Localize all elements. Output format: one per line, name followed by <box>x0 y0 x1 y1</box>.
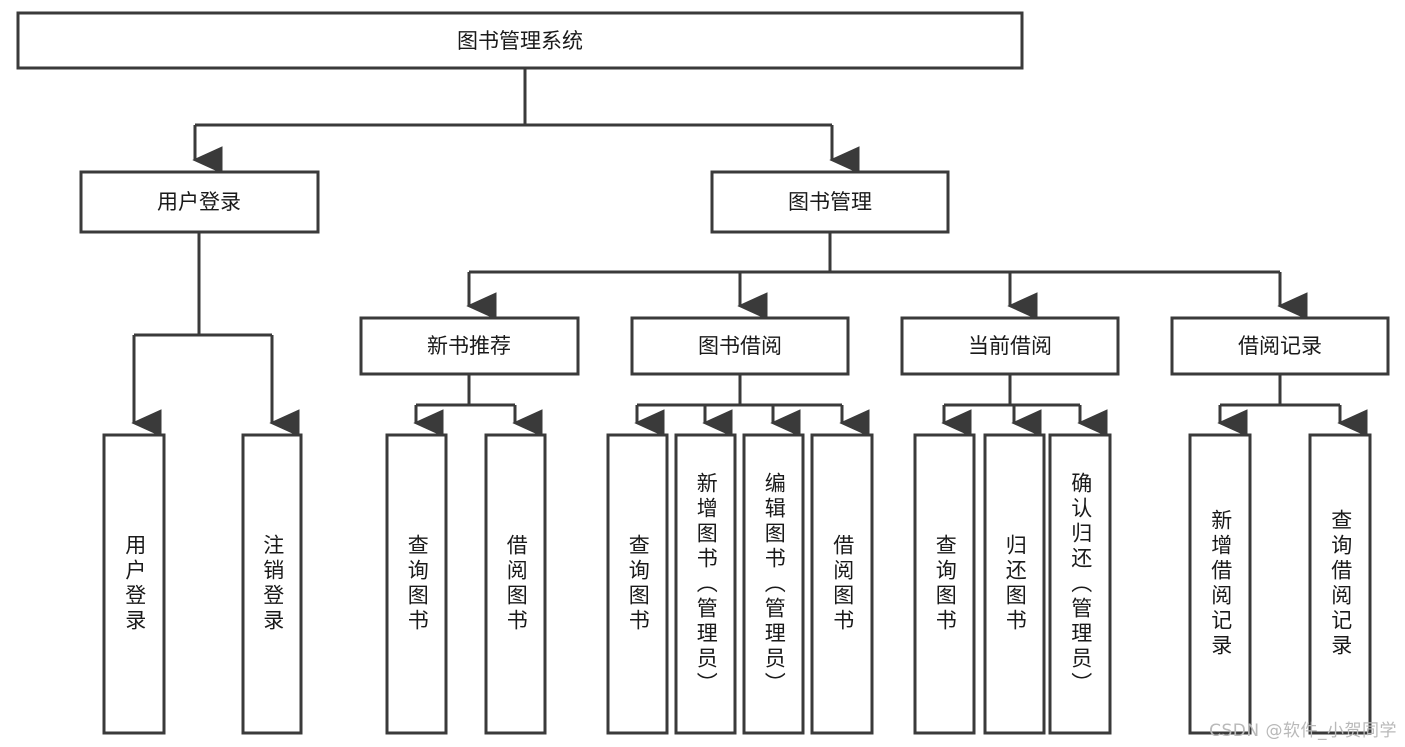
node-user-login[interactable]: 用户登录 <box>79 170 320 234</box>
leaf-box-confirm-return-admin[interactable] <box>1048 433 1112 735</box>
leaf-box-query-book-borrow[interactable] <box>606 433 669 735</box>
leaf-box-borrow-book-rec[interactable] <box>484 433 547 735</box>
leaf-box-query-borrow-record[interactable] <box>1308 433 1372 735</box>
node-current-borrow-box <box>900 316 1120 376</box>
leaf-box-query-book-current[interactable] <box>913 433 976 735</box>
connector-new-book-recommend-to-leaves <box>413 374 543 437</box>
node-book-borrow-label: 图书借阅 <box>698 334 782 358</box>
node-book-borrow[interactable]: 图书借阅 <box>630 316 850 376</box>
leaf-box-edit-book-admin[interactable] <box>742 433 805 735</box>
node-new-book-recommend[interactable]: 新书推荐 <box>359 316 580 376</box>
node-current-borrow-label: 当前借阅 <box>968 334 1052 358</box>
node-book-management-label: 图书管理 <box>788 190 872 214</box>
connector-borrow-record-to-leaves <box>1217 374 1368 437</box>
connector-user-login-to-leaves <box>131 232 300 437</box>
node-new-book-recommend-box <box>359 316 580 376</box>
leaf-boxes <box>102 433 1372 735</box>
connector-book-borrow-to-leaves <box>634 374 870 437</box>
node-current-borrow[interactable]: 当前借阅 <box>900 316 1120 376</box>
leaf-box-borrow-book[interactable] <box>810 433 874 735</box>
connector-current-borrow-to-leaves <box>941 374 1108 437</box>
connector-book-management-to-level3 <box>466 232 1308 320</box>
node-root[interactable]: 图书管理系统 <box>16 11 1024 70</box>
node-book-management[interactable]: 图书管理 <box>710 170 950 234</box>
leaf-box-add-book-admin[interactable] <box>674 433 737 735</box>
leaf-box-return-book[interactable] <box>983 433 1046 735</box>
node-root-label: 图书管理系统 <box>457 29 583 53</box>
leaf-box-query-book-rec[interactable] <box>385 433 448 735</box>
node-borrow-record-label: 借阅记录 <box>1238 334 1322 358</box>
csdn-watermark: CSDN @软件_小贺同学 <box>1209 721 1397 741</box>
leaf-box-user-login[interactable] <box>102 433 166 735</box>
node-root-box <box>16 11 1024 70</box>
leaf-box-add-borrow-record[interactable] <box>1188 433 1252 735</box>
node-new-book-recommend-label: 新书推荐 <box>427 334 511 358</box>
leaf-box-logout[interactable] <box>241 433 303 735</box>
node-borrow-record[interactable]: 借阅记录 <box>1170 316 1390 376</box>
node-user-login-label: 用户登录 <box>157 190 241 214</box>
node-user-login-box <box>79 170 320 234</box>
connector-root-to-level2 <box>192 68 860 174</box>
